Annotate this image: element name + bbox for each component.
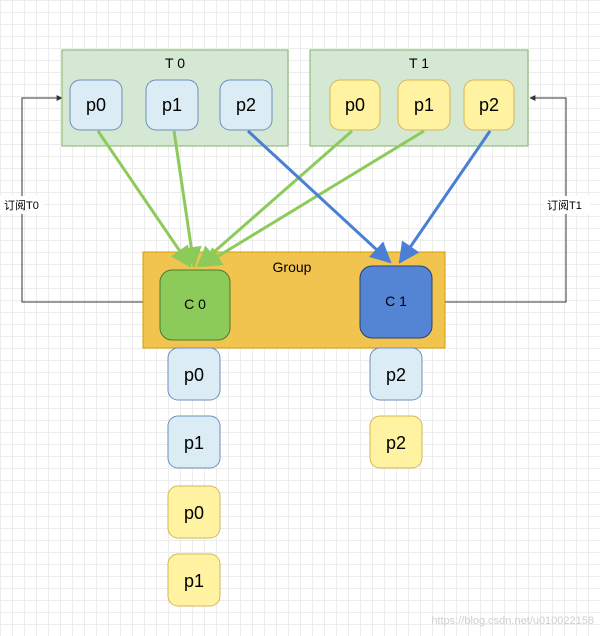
t0-partition-p2: p2 (219, 79, 273, 131)
t1-partition-p1: p1 (397, 79, 451, 131)
c1-assigned-t0-p2: p2 (369, 347, 423, 401)
t1-partition-p2-label: p2 (479, 95, 499, 115)
c0-assigned-t1-p0: p0 (167, 485, 221, 539)
t1-partition-p0-label: p0 (345, 95, 365, 115)
consumer-group-label: Group (273, 259, 312, 275)
arrow-t1p2-to-c1 (398, 130, 492, 264)
t0-partition-p1-label: p1 (162, 95, 182, 115)
c0-assigned-list: p0 p1 p0 p1 (167, 347, 221, 607)
subscribe-t1-label: 订阅T1 (547, 199, 582, 212)
c1-assigned-t1-p2-label: p2 (386, 433, 406, 453)
c1-assigned-list: p2 p2 (369, 347, 423, 469)
consumer-c0-label: C 0 (184, 296, 206, 312)
t0-partition-p0: p0 (69, 79, 123, 131)
c0-assigned-p1: p1 (167, 415, 221, 469)
c0-assigned-t1-p1-label: p1 (184, 571, 204, 591)
consumer-c1-label: C 1 (385, 293, 407, 309)
topic-t1: T 1 p0 p1 p2 (309, 49, 529, 147)
c0-assigned-p0-label: p0 (184, 365, 204, 385)
consumer-group: Group C 0 C 1 (142, 251, 446, 349)
consumer-c0: C 0 (159, 269, 231, 341)
c0-assigned-p1-label: p1 (184, 433, 204, 453)
c0-assigned-t1-p1: p1 (167, 553, 221, 607)
arrow-t0p1-to-c0 (172, 130, 202, 269)
t1-partition-p2: p2 (463, 79, 515, 131)
topic-t1-title: T 1 (409, 55, 429, 71)
c1-assigned-t0-p2-label: p2 (386, 365, 406, 385)
topic-t0-title: T 0 (165, 55, 185, 71)
arrow-t0p0-to-c0 (96, 130, 192, 268)
topic-t0: T 0 p0 p1 p2 (61, 49, 289, 147)
arrow-t0p2-to-c1 (246, 129, 392, 264)
t0-partition-p2-label: p2 (236, 95, 256, 115)
c0-assigned-t1-p0-label: p0 (184, 503, 204, 523)
t1-partition-p1-label: p1 (414, 95, 434, 115)
arrow-t1p1-to-c0 (200, 129, 425, 268)
c1-assigned-t1-p2: p2 (369, 415, 423, 469)
arrow-t1p0-to-c0 (196, 129, 353, 268)
c0-assigned-p0: p0 (167, 347, 221, 401)
t0-partition-p0-label: p0 (86, 95, 106, 115)
subscribe-t0-label: 订阅T0 (4, 199, 39, 212)
watermark: https://blog.csdn.net/u010022158 (431, 615, 594, 627)
consumer-c1: C 1 (359, 265, 433, 339)
t0-partition-p1: p1 (145, 79, 199, 131)
t1-partition-p0: p0 (329, 79, 381, 131)
